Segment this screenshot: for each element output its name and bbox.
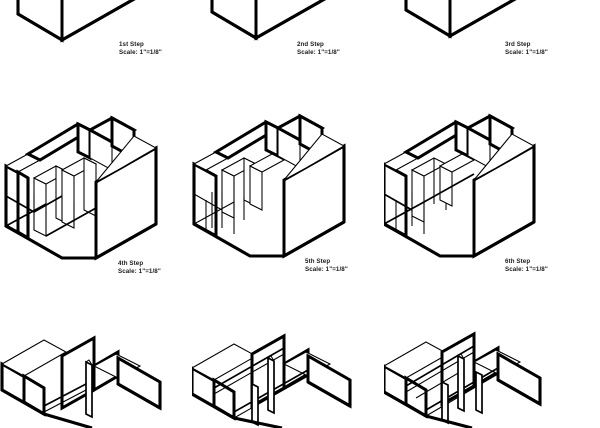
caption-step-5: 5th Step Scale: 1"=1/8" xyxy=(305,258,348,274)
caption-step-1-scale: Scale: 1"=1/8" xyxy=(119,49,162,56)
caption-step-1-title: 1st Step xyxy=(119,41,144,48)
caption-step-3-title: 3rd Step xyxy=(505,41,531,48)
diagram-cell-step-5 xyxy=(192,108,392,283)
caption-step-5-scale: Scale: 1"=1/8" xyxy=(305,266,348,273)
diagram-cell-step-1 xyxy=(0,0,200,57)
diagram-cell-step-3 xyxy=(384,0,584,57)
caption-step-2-scale: Scale: 1"=1/8" xyxy=(297,49,340,56)
diagram-cell-step-9 xyxy=(384,328,584,428)
caption-step-2-title: 2nd Step xyxy=(297,41,324,48)
caption-step-4: 4th Step Scale: 1"=1/8" xyxy=(118,260,161,276)
caption-step-3: 3rd Step Scale: 1"=1/8" xyxy=(505,41,548,57)
isometric-drawing-step-7 xyxy=(0,335,162,428)
caption-step-3-scale: Scale: 1"=1/8" xyxy=(505,49,548,56)
isometric-drawing-step-5 xyxy=(192,113,346,259)
caption-step-2: 2nd Step Scale: 1"=1/8" xyxy=(297,41,340,57)
caption-step-4-scale: Scale: 1"=1/8" xyxy=(118,268,161,275)
caption-step-6-scale: Scale: 1"=1/8" xyxy=(505,266,548,273)
caption-step-6-title: 6th Step xyxy=(505,258,531,265)
isometric-drawing-step-1 xyxy=(16,0,136,43)
isometric-drawing-step-4 xyxy=(4,115,158,261)
diagram-cell-step-2 xyxy=(192,0,392,57)
caption-step-5-title: 5th Step xyxy=(305,258,331,265)
diagram-cell-step-4 xyxy=(0,108,200,283)
isometric-drawing-step-9 xyxy=(384,331,542,428)
caption-step-6: 6th Step Scale: 1"=1/8" xyxy=(505,258,548,274)
diagram-sheet: 1st Step Scale: 1"=1/8" 2nd Step Scale: … xyxy=(0,0,584,428)
isometric-drawing-step-2 xyxy=(210,0,327,41)
diagram-cell-step-7 xyxy=(0,328,200,428)
caption-step-4-title: 4th Step xyxy=(118,260,144,267)
isometric-drawing-step-3 xyxy=(404,0,517,39)
isometric-drawing-step-8 xyxy=(192,333,352,428)
caption-step-1: 1st Step Scale: 1"=1/8" xyxy=(119,41,162,57)
diagram-cell-step-6 xyxy=(384,108,584,283)
isometric-drawing-step-6 xyxy=(384,113,536,259)
diagram-cell-step-8 xyxy=(192,328,392,428)
